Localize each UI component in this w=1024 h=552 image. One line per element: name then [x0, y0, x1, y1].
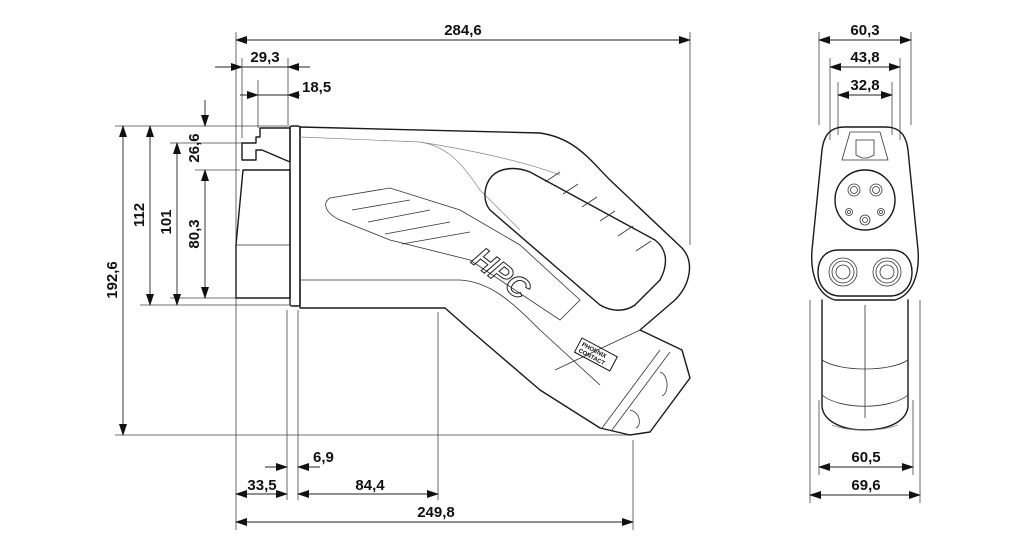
dim-head-depth: 33,5 [247, 477, 276, 494]
dc-pins [828, 257, 902, 287]
front-view: 60,3 43,8 32,8 60,5 69,6 [809, 22, 921, 503]
dim-face-lower-height: 80,3 [186, 219, 203, 248]
dim-face-width: 43,8 [850, 49, 879, 66]
dim-base-length: 249,8 [417, 504, 455, 521]
connector-side-body: HPC PHOENIX CONTACT [235, 125, 691, 436]
dim-overall-height: 192,6 [104, 261, 121, 299]
side-view: HPC PHOENIX CONTACT [104, 22, 691, 530]
grip-ribs [544, 171, 652, 252]
embossed-stripes [351, 199, 471, 245]
dim-grip-width: 60,5 [851, 449, 880, 466]
signal-pins [845, 183, 885, 226]
dimension-labels: 284,6 29,3 18,5 192,6 112 101 80,3 26,6 … [104, 22, 482, 521]
dim-latch-width: 32,8 [850, 77, 879, 94]
connector-front-body [811, 126, 919, 431]
dim-neck-length: 84,4 [355, 477, 385, 494]
dim-overall-length: 284,6 [444, 22, 482, 39]
dim-head-height: 112 [131, 203, 148, 227]
dim-latch-offset: 18,5 [302, 79, 331, 96]
front-extension-lines [809, 32, 921, 503]
dim-overall-width: 69,6 [851, 477, 880, 494]
extension-lines [115, 32, 691, 530]
dimension-lines [119, 36, 691, 526]
dim-flange-thickness: 6,9 [313, 449, 334, 466]
dim-face-height: 101 [158, 209, 175, 234]
phoenix-contact-logo: PHOENIX CONTACT [573, 337, 618, 372]
dim-head-width: 60,3 [850, 22, 879, 39]
dim-rear-cap-depth: 29,3 [250, 49, 279, 66]
front-dimension-lines [809, 36, 921, 499]
front-dimension-labels: 60,3 43,8 32,8 60,5 69,6 [850, 22, 880, 494]
dim-latch-height: 26,6 [186, 133, 203, 162]
